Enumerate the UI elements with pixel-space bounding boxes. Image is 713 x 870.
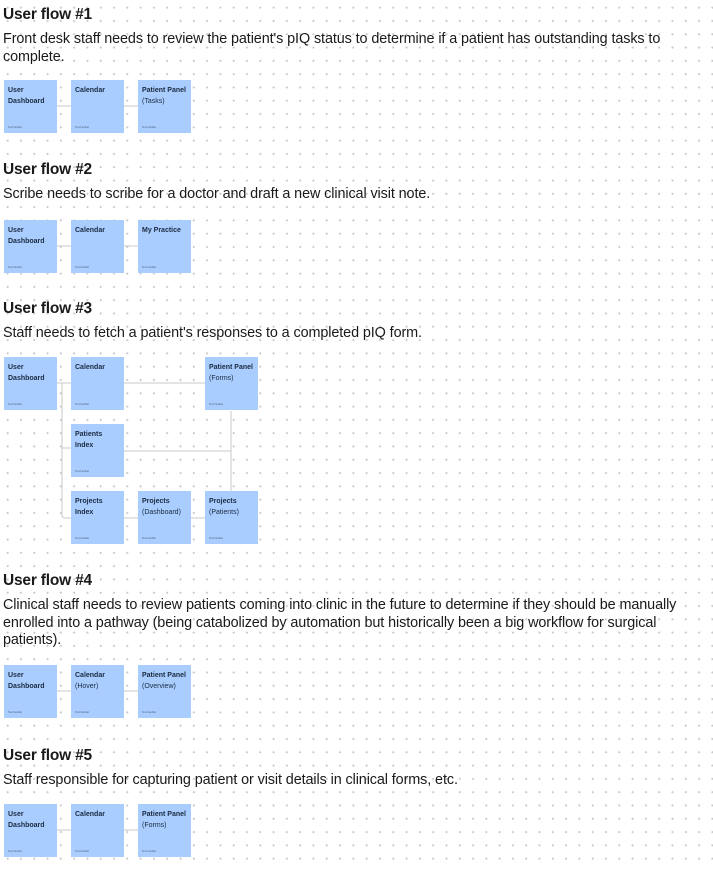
flow-description: Staff needs to fetch a patient's respons…	[3, 325, 422, 341]
card-footer: Text handler	[8, 126, 23, 129]
card-title: Patient Panel	[142, 811, 186, 818]
card-footer: Text handler	[75, 470, 90, 473]
card-title: User	[8, 811, 24, 818]
card-patient-panel[interactable]: Patient Panel (Tasks) Text handler	[138, 80, 191, 133]
card-footer: Text handler	[75, 403, 90, 406]
card-footer: Text handler	[8, 711, 23, 714]
card-title: Calendar	[75, 87, 105, 94]
card-title: Calendar	[75, 364, 105, 371]
flow-title: User flow #5	[3, 747, 92, 764]
card-footer: Text handler	[75, 537, 90, 540]
card-patient-panel[interactable]: Patient Panel (Forms) Text handler	[205, 357, 258, 410]
card-title: User	[8, 672, 24, 679]
flow-title: User flow #4	[3, 572, 92, 589]
card-title: Projects	[209, 498, 237, 505]
card-title-line2: Dashboard	[8, 237, 45, 245]
connector-arrow	[61, 383, 71, 519]
card-title-line2: Dashboard	[8, 97, 45, 105]
card-subtitle: (Forms)	[142, 821, 167, 829]
card-subtitle: (Dashboard)	[142, 508, 181, 516]
card-footer: Text handler	[142, 126, 157, 129]
card-footer: Text handler	[142, 537, 157, 540]
card-title: Patient Panel	[142, 87, 186, 94]
card-footer: Text handler	[209, 537, 224, 540]
card-subtitle: (Forms)	[209, 374, 234, 382]
card-subtitle: (Hover)	[75, 682, 99, 690]
card-title-line2: Dashboard	[8, 682, 45, 690]
card-footer: Text handler	[142, 850, 157, 853]
card-footer: Text handler	[8, 403, 23, 406]
card-title: Patient Panel	[209, 364, 253, 371]
card-my-practice[interactable]: My Practice Text handler	[138, 220, 191, 273]
card-projects-patients[interactable]: Projects (Patients) Text handler	[205, 491, 258, 544]
card-footer: Text handler	[8, 850, 23, 853]
connector-arrow	[124, 411, 232, 452]
flow-description: Staff responsible for capturing patient …	[3, 772, 458, 788]
flow-title: User flow #3	[3, 300, 92, 317]
card-calendar[interactable]: Calendar Text handler	[71, 804, 124, 857]
card-title: Calendar	[75, 811, 105, 818]
card-subtitle: (Overview)	[142, 682, 176, 690]
card-title: Patients	[75, 431, 103, 438]
card-footer: Text handler	[142, 266, 157, 269]
card-subtitle: (Tasks)	[142, 97, 165, 105]
card-title: Projects	[75, 498, 103, 505]
card-footer: Text handler	[75, 266, 90, 269]
card-title: Projects	[142, 498, 170, 505]
flow-description: Scribe needs to scribe for a doctor and …	[3, 186, 431, 202]
card-projects-dashboard[interactable]: Projects (Dashboard) Text handler	[138, 491, 191, 544]
card-footer: Text handler	[209, 403, 224, 406]
card-title: My Practice	[142, 227, 181, 234]
card-patient-panel[interactable]: Patient Panel (Forms) Text handler	[138, 804, 191, 857]
card-subtitle: (Patients)	[209, 508, 239, 516]
card-footer: Text handler	[142, 711, 157, 714]
card-footer: Text handler	[75, 126, 90, 129]
card-footer: Text handler	[75, 850, 90, 853]
card-title-line2: Dashboard	[8, 821, 45, 829]
flow-title: User flow #2	[3, 161, 92, 178]
card-title-line2: Dashboard	[8, 374, 45, 382]
card-title: User	[8, 364, 24, 371]
card-title-line2: Index	[75, 441, 94, 449]
card-title-line2: Index	[75, 508, 94, 516]
card-title: Patient Panel	[142, 672, 186, 679]
card-title: Calendar	[75, 672, 105, 679]
card-footer: Text handler	[75, 711, 90, 714]
card-title: User	[8, 87, 24, 94]
card-calendar[interactable]: Calendar Text handler	[71, 357, 124, 410]
card-title: Calendar	[75, 227, 105, 234]
flow-title: User flow #1	[3, 6, 92, 23]
flow-description: Clinical staff needs to review patients …	[3, 597, 677, 648]
flow-description: Front desk staff needs to review the pat…	[3, 31, 661, 65]
card-patient-panel[interactable]: Patient Panel (Overview) Text handler	[138, 665, 191, 718]
card-footer: Text handler	[8, 266, 23, 269]
card-calendar[interactable]: Calendar (Hover) Text handler	[71, 665, 124, 718]
card-title: User	[8, 227, 24, 234]
card-calendar[interactable]: Calendar Text handler	[71, 220, 124, 273]
card-calendar[interactable]: Calendar Text handler	[71, 80, 124, 133]
